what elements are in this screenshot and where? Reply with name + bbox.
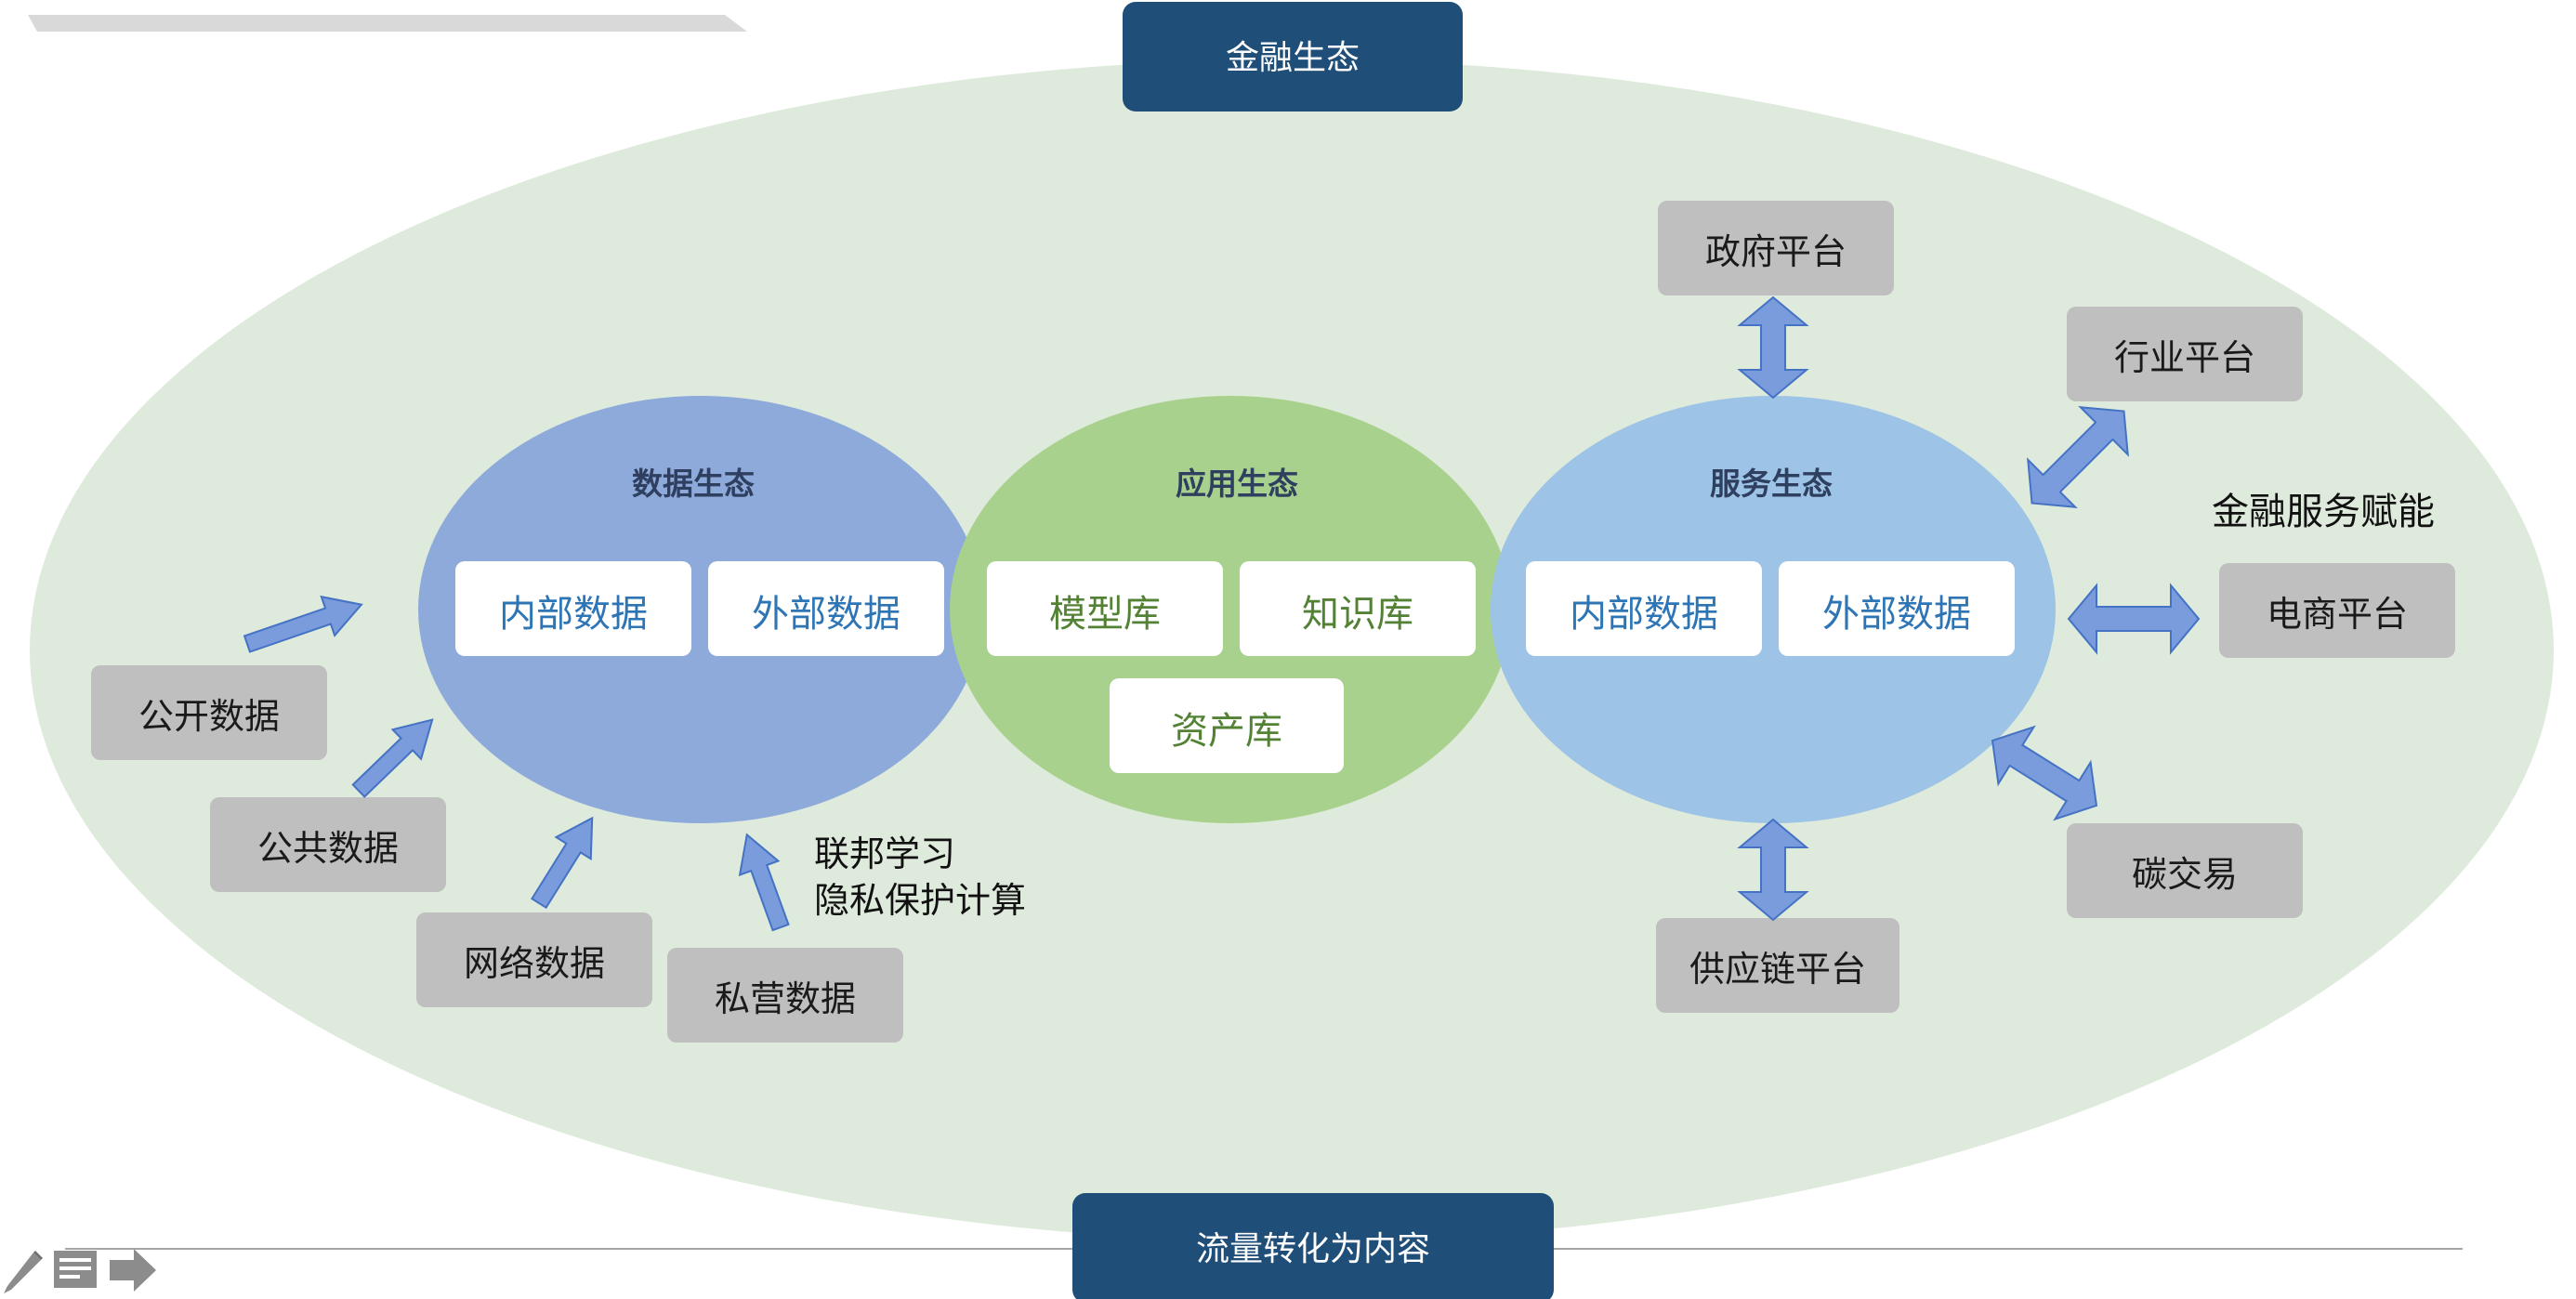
- app-item-asset-library: 资产库: [1171, 710, 1282, 753]
- service-ecosystem-ellipse: [1491, 396, 2056, 823]
- top-header-box: [1123, 2, 1463, 112]
- data-source-box: [667, 948, 903, 1043]
- arrow-supply-chain-service: [1737, 818, 1809, 922]
- platform-box: [2219, 563, 2455, 658]
- data-source-box: [210, 797, 446, 892]
- service-item-internal: 内部数据: [1570, 593, 1718, 636]
- service-ecosystem-title: 服务生态: [1710, 466, 1833, 502]
- data-source-common: 公共数据: [257, 828, 399, 869]
- application-ecosystem-ellipse: [950, 396, 1511, 823]
- app-item-box: [1240, 561, 1476, 656]
- platform-supply-chain: 供应链平台: [1689, 949, 1866, 990]
- arrow-network-to-data: [530, 816, 594, 910]
- platform-box: [1656, 918, 1899, 1013]
- arrow-industry-service: [2027, 406, 2129, 508]
- platform-arrows: [1737, 295, 2201, 922]
- arrow-carbon-service: [1991, 725, 2098, 821]
- app-item-box: [1110, 678, 1344, 773]
- bottom-header-box: [1072, 1193, 1554, 1299]
- data-item-internal: 内部数据: [499, 593, 648, 636]
- arrow-public-to-data: [243, 595, 363, 653]
- application-ecosystem-title: 应用生态: [1176, 466, 1298, 502]
- next-arrow-icon[interactable]: [108, 1245, 158, 1295]
- platform-industry: 行业平台: [2114, 337, 2255, 378]
- empowerment-label: 金融服务赋能: [2212, 491, 2435, 533]
- data-item-external: 外部数据: [752, 593, 900, 636]
- arrow-government-service: [1737, 295, 1809, 400]
- privacy-note-computing: 隐私保护计算: [814, 880, 1026, 921]
- data-source-private: 私营数据: [715, 978, 856, 1019]
- notes-icon[interactable]: [52, 1245, 99, 1295]
- slide-toolbar: [0, 1245, 167, 1299]
- decorative-top-bar: [28, 15, 747, 32]
- arrow-ecommerce-service: [2067, 583, 2201, 655]
- app-item-knowledge-library: 知识库: [1302, 593, 1413, 636]
- service-item-box: [1526, 561, 1762, 656]
- arrow-private-to-data: [738, 833, 790, 932]
- arrow-common-to-data: [351, 718, 434, 798]
- platform-carbon: 碳交易: [2132, 854, 2238, 895]
- data-item-box: [708, 561, 944, 656]
- bottom-header-label: 流量转化为内容: [1196, 1230, 1430, 1268]
- service-item-box: [1779, 561, 2015, 656]
- pencil-icon[interactable]: [0, 1245, 43, 1295]
- service-item-external: 外部数据: [1822, 593, 1971, 636]
- data-ecosystem-ellipse: [418, 396, 983, 823]
- platform-box: [1658, 201, 1894, 295]
- app-item-box: [987, 561, 1223, 656]
- platform-box: [2067, 823, 2303, 918]
- platform-box: [2067, 307, 2303, 401]
- privacy-note-federated: 联邦学习: [814, 833, 955, 874]
- data-item-box: [455, 561, 691, 656]
- top-header-label: 金融生态: [1226, 39, 1360, 77]
- data-ecosystem-title: 数据生态: [632, 466, 755, 502]
- platform-ecommerce: 电商平台: [2267, 594, 2408, 635]
- data-source-public: 公开数据: [138, 696, 280, 737]
- data-source-network: 网络数据: [464, 943, 605, 984]
- platform-government: 政府平台: [1705, 231, 1847, 272]
- app-item-model-library: 模型库: [1049, 593, 1161, 636]
- data-source-box: [416, 912, 652, 1007]
- inflow-arrows: [243, 595, 790, 932]
- data-source-box: [91, 665, 327, 760]
